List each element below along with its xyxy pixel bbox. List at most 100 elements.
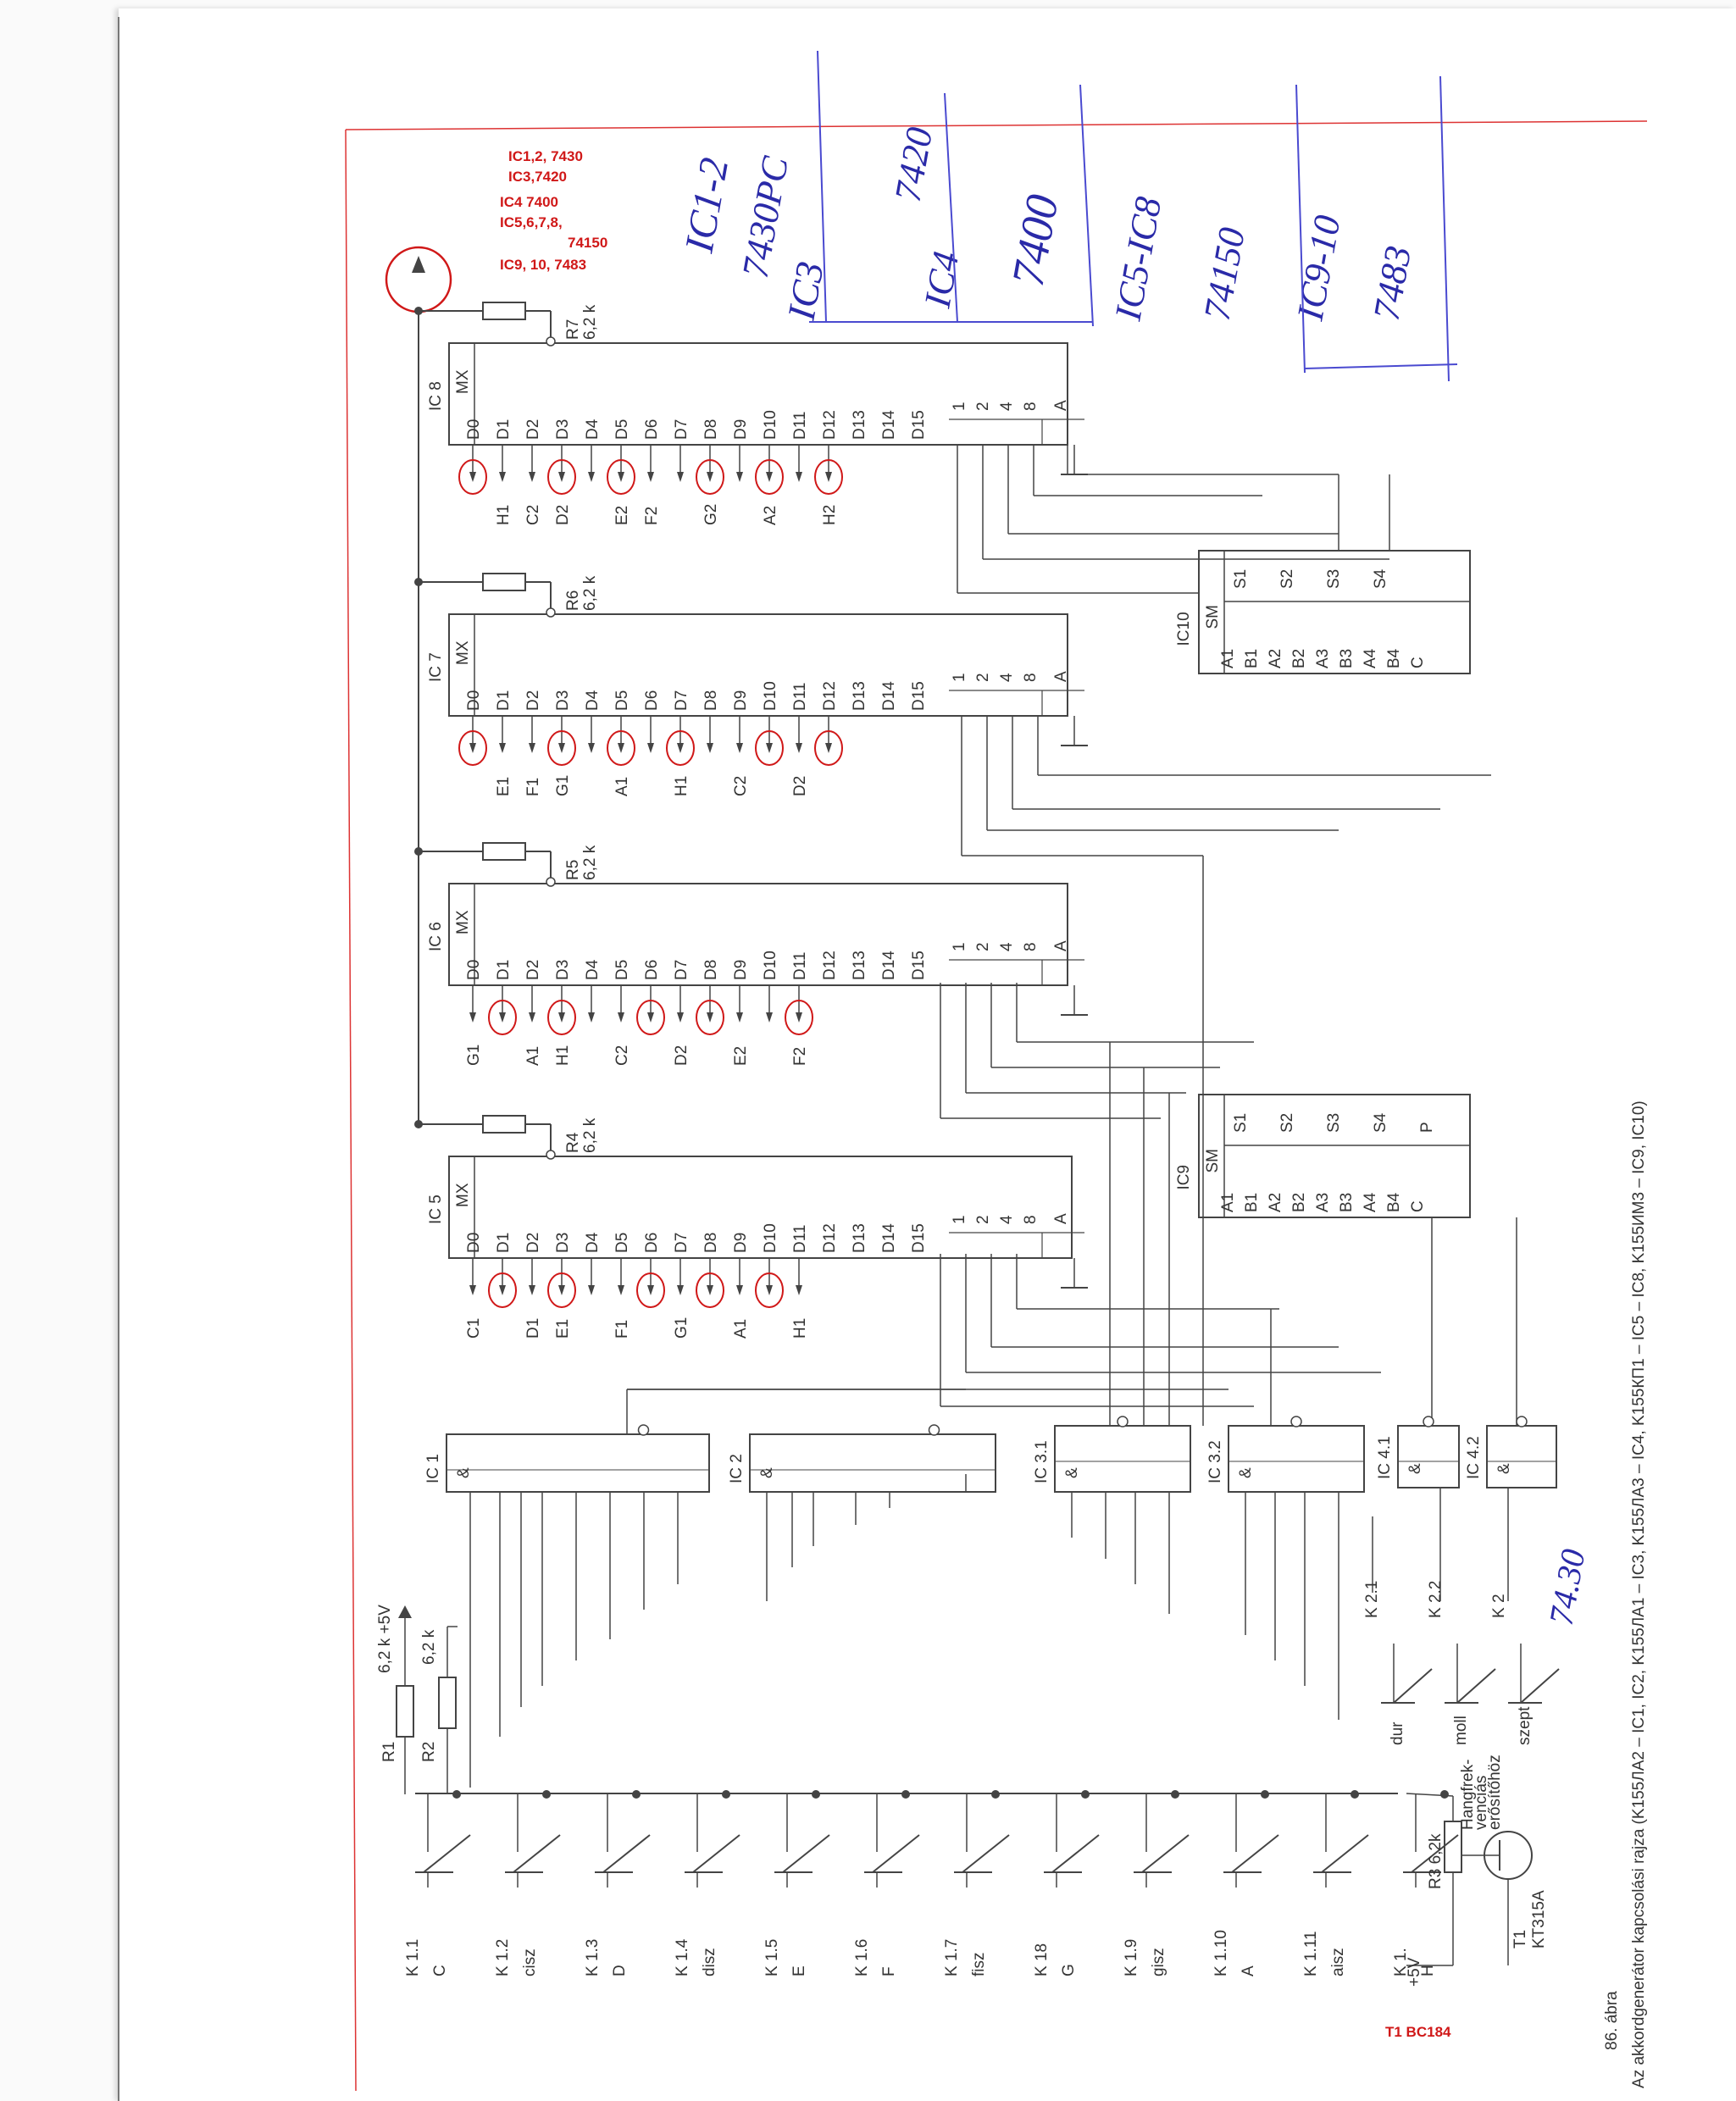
handwritten-note: 74.30 <box>1542 1546 1593 1627</box>
select-pin-label: 1 <box>951 942 968 951</box>
pin-arrow <box>796 1285 802 1295</box>
pin-arrow <box>796 472 802 482</box>
pin-arrow <box>766 1285 773 1295</box>
select-pin-label: 4 <box>998 673 1016 682</box>
switch-lever <box>423 1834 471 1873</box>
select-pin-label: 1 <box>951 402 968 411</box>
adder-name: IC10 <box>1175 612 1193 646</box>
key-note: aisz <box>1329 1948 1347 1976</box>
resistor-value: 6,2 k <box>581 845 599 880</box>
key-note: D <box>611 1965 629 1976</box>
select-pin-a: A <box>1052 940 1070 951</box>
gate-body <box>749 1433 996 1493</box>
adder-body <box>1198 1094 1471 1218</box>
data-pin-label: D8 <box>702 690 720 711</box>
adder-input-pin: B2 <box>1290 649 1308 668</box>
red-circle <box>458 459 487 495</box>
t1-supply: +5V <box>1406 1957 1423 1987</box>
red-circle <box>488 1000 517 1035</box>
data-pin-label: D7 <box>673 419 691 440</box>
pin-arrow <box>499 1285 506 1295</box>
pin-arrow <box>707 472 713 482</box>
strobe-dot <box>546 336 556 346</box>
gate-ic41: &IC 4.1 <box>1376 1416 1460 1488</box>
note-label: F1 <box>524 778 542 796</box>
adder-input-pin: A3 <box>1314 1193 1332 1212</box>
pin-arrow <box>499 472 506 482</box>
note-label: E1 <box>554 1319 572 1339</box>
switch-lever <box>1231 1834 1279 1873</box>
red-circle <box>607 730 635 766</box>
resistor-name: R5 <box>564 860 582 880</box>
pin-arrow <box>558 1012 565 1023</box>
data-pin-label: D1 <box>495 1233 513 1253</box>
data-pin-label: D7 <box>673 960 691 980</box>
data-pin-label: D0 <box>465 690 483 711</box>
key-id: K 1.7 <box>943 1939 961 1976</box>
adder-sum-pin: S2 <box>1278 569 1296 589</box>
gate-ic2: &IC 2 <box>728 1424 996 1493</box>
ic-type-note: IC3,7420 <box>508 169 567 185</box>
note-label: F2 <box>643 507 661 525</box>
paper-sheet <box>119 8 1736 2101</box>
data-pin-label: D8 <box>702 1233 720 1253</box>
switch-lever <box>692 1834 740 1873</box>
note-label: C2 <box>732 776 750 796</box>
junction-dot <box>414 1120 423 1128</box>
select-pin-a: A <box>1052 671 1070 682</box>
switch-lever <box>1520 1668 1560 1704</box>
handwritten-note: 7430PC <box>735 153 796 281</box>
mux-body <box>448 342 1068 446</box>
adder-sum-pin: S4 <box>1372 568 1389 589</box>
data-pin-label: D0 <box>465 1233 483 1253</box>
data-pin-label: D9 <box>732 1233 750 1253</box>
pin-arrow <box>647 1012 654 1023</box>
gate-symbol: & <box>1406 1463 1424 1474</box>
note-label: G1 <box>554 775 572 796</box>
red-circle <box>458 730 487 766</box>
logic-gates: &IC 1&IC 2&IC 3.1&IC 3.2&IC 4.1&IC 4.2 <box>424 1416 1557 1493</box>
resistor <box>482 302 526 320</box>
key-id: K 1.6 <box>853 1939 871 1976</box>
adder-input-pin: C <box>1409 657 1427 668</box>
t1-name: T1 <box>1511 1930 1529 1949</box>
gate-symbol: & <box>758 1467 776 1478</box>
key-note: fisz <box>970 1953 988 1977</box>
r1-value: 6,2 k +5V <box>376 1605 394 1673</box>
adder-sum-pin: S4 <box>1372 1112 1389 1133</box>
select-pin-label: 2 <box>974 402 992 411</box>
note-label: E2 <box>613 506 631 525</box>
data-pin-label: D6 <box>643 419 661 440</box>
pin-arrow <box>766 743 773 753</box>
gate-output-dot <box>1423 1416 1434 1427</box>
red-circle <box>755 459 784 495</box>
chord-key-note: moll <box>1452 1716 1470 1745</box>
red-circle <box>547 1272 576 1308</box>
data-pin-label: D3 <box>554 690 572 711</box>
note-label: A2 <box>762 506 779 525</box>
note-label: H1 <box>791 1318 809 1339</box>
key-note: cisz <box>521 1949 539 1976</box>
ic-type-note: 74150 <box>568 235 607 251</box>
pin-arrow <box>736 1012 743 1023</box>
note-label: H2 <box>821 505 839 525</box>
handwritten-line <box>1295 84 1306 374</box>
gate-output-dot <box>637 1424 650 1436</box>
amp-label: erősítőhöz <box>1486 1755 1504 1830</box>
pin-arrow <box>825 743 832 753</box>
adder-input-pin: C <box>1409 1200 1427 1212</box>
data-pin-label: D15 <box>910 1223 928 1253</box>
data-pin-label: D1 <box>495 419 513 440</box>
gate-name: IC 3.1 <box>1033 1440 1051 1483</box>
mux-label: MX <box>454 640 472 665</box>
data-pin-label: D14 <box>880 951 898 980</box>
data-pin-label: D3 <box>554 960 572 980</box>
red-circle <box>547 1000 576 1035</box>
